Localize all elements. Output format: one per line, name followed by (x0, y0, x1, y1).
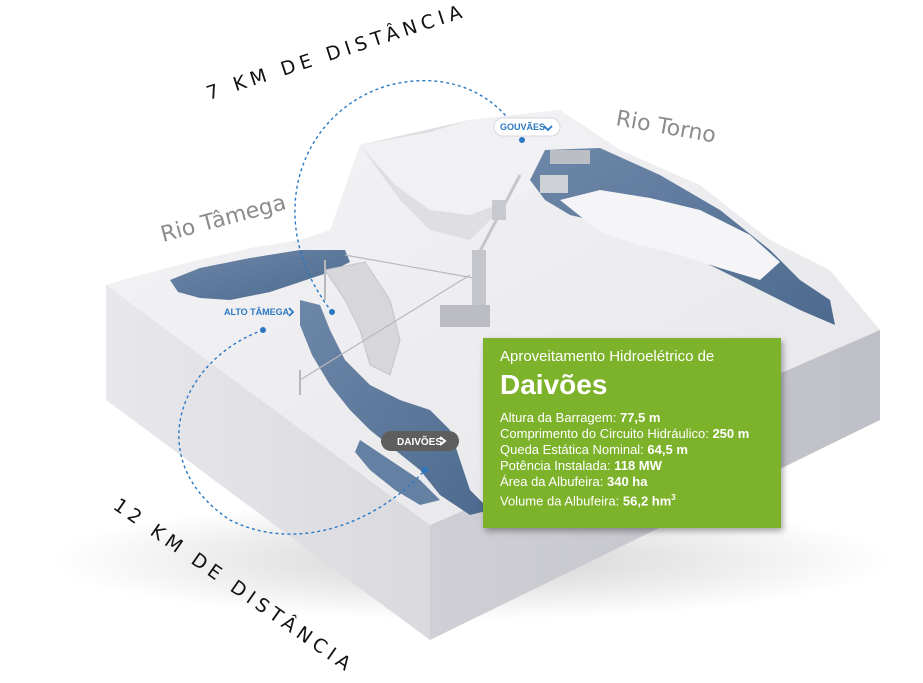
spec-row: Altura da Barragem: 77,5 m (500, 410, 767, 426)
tamega-river-label: Rio Tâmega (158, 190, 289, 247)
torno-river-label: Rio Torno (614, 106, 718, 148)
tamega-lower-water (355, 440, 440, 505)
spec-row: Potência Instalada: 118 MW (500, 458, 767, 474)
daivoes-pin[interactable]: DAIVÕES (381, 431, 459, 451)
spec-value: 64,5 m (647, 442, 688, 457)
bridge-cable-1 (344, 254, 486, 281)
info-title: Daivões (500, 369, 608, 400)
spec-label: Altura da Barragem: (500, 410, 617, 425)
spec-label: Queda Estática Nominal: (500, 442, 644, 457)
route-bottom (178, 329, 426, 535)
daivoes-pin-bg (381, 431, 459, 451)
terrain-left-face (106, 285, 430, 640)
spec-label: Comprimento do Circuito Hidráulico: (500, 426, 709, 441)
daivoes-dam (324, 261, 401, 376)
spec-value: 118 MW (614, 458, 662, 473)
chevron-right-icon (439, 436, 447, 446)
spec-value: 56,2 hm (622, 493, 672, 509)
alto-tamega-label: ALTO TÂMEGA (224, 306, 290, 317)
intake-box (492, 200, 506, 220)
chevron-right-icon (288, 307, 295, 317)
spec-row: Queda Estática Nominal: 64,5 m (500, 442, 767, 458)
tamega-upstream-water (170, 250, 350, 300)
torno-dam-top (550, 150, 590, 164)
spec-label: Área da Albufeira: (500, 474, 604, 489)
route-top-dot-a (329, 309, 335, 315)
torno-dam (540, 175, 568, 193)
route-top (294, 80, 523, 313)
route-bottom-dot-a (260, 327, 266, 333)
route-bottom-dot-b (422, 467, 428, 473)
spec-row: Comprimento do Circuito Hidráulico: 250 … (500, 426, 767, 442)
daivoes-label: DAIVÕES (397, 435, 442, 448)
spec-value: 77,5 m (619, 410, 661, 425)
bridge-cable-2 (299, 274, 471, 381)
powerhouse (440, 305, 490, 327)
penstock-tower (472, 250, 486, 305)
spec-row: Área da Albufeira: 340 ha (500, 474, 767, 490)
spec-value: 340 ha (606, 474, 648, 489)
gouvaes-pin-bg (493, 117, 561, 137)
route-top-dot-b (519, 137, 525, 143)
tamega-river-water (300, 300, 490, 515)
torno-bank (560, 190, 780, 280)
gouvaes-pin[interactable]: GOUVÃES (493, 117, 561, 137)
spec-value: 250 m (712, 426, 750, 441)
distance-top-label: 7 KM DE DISTÂNCIA (203, 0, 469, 105)
spec-row: Volume da Albufeira: 56,2 hm3 (500, 490, 767, 509)
alto-tamega-pin[interactable]: ALTO TÂMEGA (224, 306, 295, 317)
spec-unit-superscript: 3 (671, 493, 676, 502)
info-subtitle: Aproveitamento Hidroelétrico de (500, 348, 715, 365)
chevron-down-icon (543, 125, 553, 132)
spec-label: Potência Instalada: (500, 458, 611, 473)
gouvaes-label: GOUVÃES (500, 122, 545, 132)
spec-label: Volume da Albufeira: (500, 493, 620, 509)
info-panel: Aproveitamento Hidroelétrico de Daivões … (483, 338, 781, 528)
